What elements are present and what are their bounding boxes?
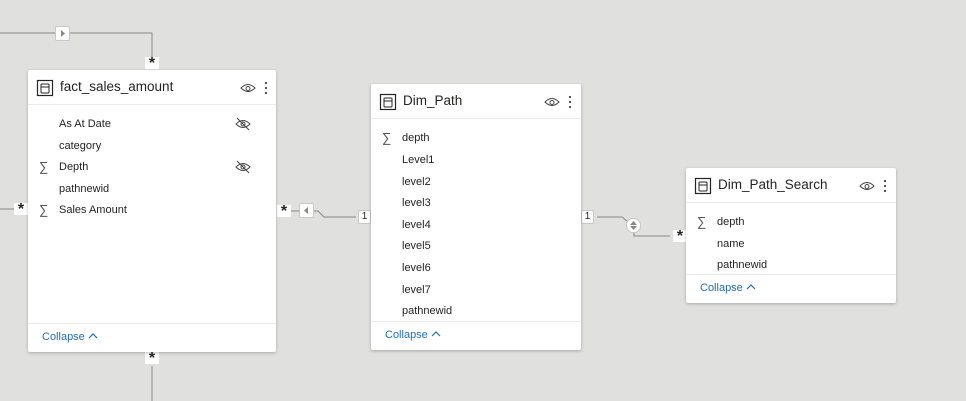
collapse-button[interactable]: Collapse (700, 282, 756, 294)
more-options-icon[interactable] (568, 95, 572, 109)
bidirectional-filter-icon[interactable] (626, 218, 641, 233)
field-row[interactable]: category (28, 136, 276, 156)
table-title: Dim_Path (403, 93, 463, 108)
field-row[interactable]: level3 (371, 193, 581, 213)
collapse-label: Collapse (42, 331, 85, 343)
field-row[interactable]: level7 (371, 280, 581, 300)
field-row[interactable]: level5 (371, 236, 581, 256)
eye-icon[interactable] (544, 96, 560, 108)
field-name: level6 (402, 262, 431, 274)
table-title: fact_sales_amount (60, 79, 174, 94)
eye-icon[interactable] (240, 82, 256, 94)
field-row[interactable]: ∑ Sales Amount (28, 200, 276, 220)
many-marker: * (14, 202, 28, 218)
relationship-line-top (0, 32, 153, 58)
table-card-fact-sales-amount[interactable]: fact_sales_amount As At Date category ∑ … (28, 70, 276, 352)
field-row[interactable]: name (686, 234, 896, 254)
more-options-icon[interactable] (264, 81, 268, 95)
field-name: Level1 (402, 154, 435, 166)
field-name: level7 (402, 284, 431, 296)
field-row[interactable]: pathnewid (371, 301, 581, 321)
field-row[interactable]: level6 (371, 258, 581, 278)
filter-direction-icon[interactable] (55, 26, 70, 41)
one-marker: 1 (581, 210, 594, 224)
sigma-icon: ∑ (697, 214, 707, 229)
sigma-icon: ∑ (39, 202, 49, 217)
field-row[interactable]: As At Date (28, 114, 276, 134)
hidden-eye-icon (235, 160, 251, 174)
field-row[interactable]: ∑ depth (686, 212, 896, 232)
many-marker: * (145, 351, 159, 367)
table-icon (694, 177, 712, 195)
eye-icon[interactable] (859, 180, 875, 192)
many-marker: * (277, 204, 291, 220)
field-name: level3 (402, 197, 431, 209)
field-name: name (717, 238, 745, 250)
field-name: level5 (402, 240, 431, 252)
field-name: pathnewid (402, 305, 453, 317)
table-title: Dim_Path_Search (718, 177, 828, 192)
collapse-button[interactable]: Collapse (42, 331, 98, 343)
field-row[interactable]: level4 (371, 215, 581, 235)
chevron-up-icon (431, 331, 441, 337)
field-name: Depth (59, 161, 89, 173)
field-row[interactable]: pathnewid (28, 179, 276, 199)
field-name: category (59, 140, 102, 152)
table-card-footer: Collapse (371, 321, 581, 350)
many-marker: * (145, 56, 159, 72)
field-row[interactable]: ∑ depth (371, 128, 581, 148)
collapse-button[interactable]: Collapse (385, 329, 441, 341)
field-name: Sales Amount (59, 204, 127, 216)
chevron-up-icon (88, 333, 98, 339)
table-card-dim-path[interactable]: Dim_Path ∑ depth Level1 level2 level3 le… (371, 84, 581, 350)
hidden-eye-icon (235, 117, 251, 131)
field-name: pathnewid (717, 259, 768, 271)
chevron-up-icon (746, 284, 756, 290)
table-icon (379, 93, 397, 111)
table-card-header[interactable]: Dim_Path (371, 84, 581, 119)
sigma-icon: ∑ (39, 159, 49, 174)
table-card-header[interactable]: fact_sales_amount (28, 70, 276, 105)
field-name: As At Date (59, 118, 111, 130)
field-row[interactable]: Level1 (371, 150, 581, 170)
table-card-footer: Collapse (28, 323, 276, 352)
many-marker: * (673, 229, 687, 245)
field-row[interactable]: ∑ Depth (28, 157, 276, 177)
table-card-footer: Collapse (686, 274, 896, 303)
table-icon (36, 79, 54, 97)
filter-direction-icon[interactable] (299, 203, 314, 218)
field-name: level4 (402, 219, 431, 231)
field-name: pathnewid (59, 183, 110, 195)
field-row[interactable]: pathnewid (686, 255, 896, 275)
table-card-dim-path-search[interactable]: Dim_Path_Search ∑ depth name pathnewid C… (686, 168, 896, 303)
field-name: depth (402, 132, 430, 144)
sigma-icon: ∑ (382, 130, 392, 145)
field-name: depth (717, 216, 745, 228)
collapse-label: Collapse (385, 329, 428, 341)
field-name: level2 (402, 176, 431, 188)
more-options-icon[interactable] (883, 179, 887, 193)
collapse-label: Collapse (700, 282, 743, 294)
field-row[interactable]: level2 (371, 172, 581, 192)
table-card-header[interactable]: Dim_Path_Search (686, 168, 896, 203)
one-marker: 1 (358, 210, 371, 224)
